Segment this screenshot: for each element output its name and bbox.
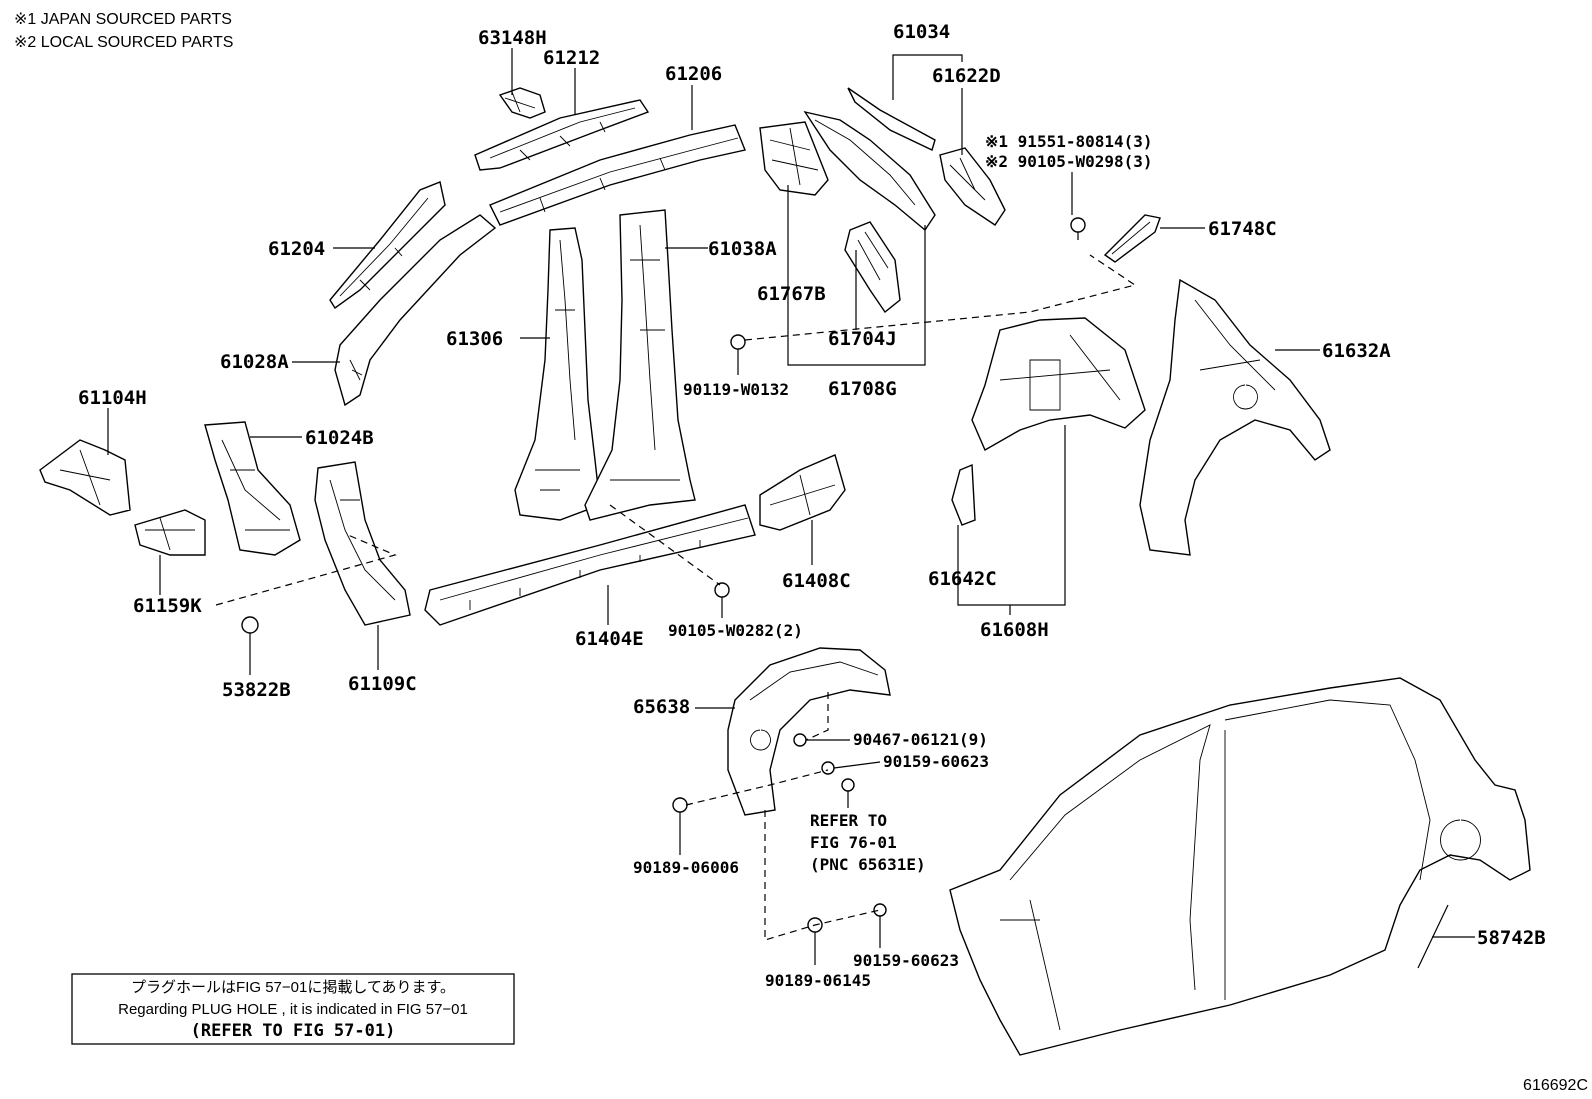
part-61212-rail[interactable] xyxy=(474,99,650,171)
part-61034-roof-side-inner[interactable] xyxy=(803,87,936,232)
bolt-91551-icon xyxy=(1070,217,1086,240)
label-61608H: 61608H xyxy=(980,619,1049,641)
notice-line-en: Regarding PLUG HOLE , it is indicated in… xyxy=(118,1001,468,1018)
label-90189-06145: 90189-06145 xyxy=(765,971,871,990)
part-61642C-panel[interactable] xyxy=(951,463,976,526)
notice-line-refer: (REFER TO FIG 57-01) xyxy=(191,1021,396,1041)
label-58742B: 58742B xyxy=(1477,927,1546,949)
notice-line-jp: プラグホールはFIG 57−01に掲載してあります。 xyxy=(131,979,455,996)
label-90119-W0132: 90119-W0132 xyxy=(683,380,789,399)
clip-90159b-icon xyxy=(873,903,887,917)
label-61642C: 61642C xyxy=(928,568,997,590)
part-61206-rail[interactable] xyxy=(489,124,746,226)
part-61632A-quarter-panel[interactable] xyxy=(1139,278,1331,556)
label-90189-06006: 90189-06006 xyxy=(633,858,739,877)
part-61704J-bracket[interactable] xyxy=(844,221,901,314)
label-61024B: 61024B xyxy=(305,427,374,449)
part-61159K-bracket[interactable] xyxy=(134,509,206,556)
label-61632A: 61632A xyxy=(1322,340,1391,362)
part-61608H-inner-quarter[interactable] xyxy=(971,317,1146,451)
label-65638: 65638 xyxy=(633,696,690,718)
clip-90467-icon xyxy=(793,733,807,747)
clip-90159a-icon xyxy=(821,761,835,775)
part-labels: 63148H 61212 61206 61034 61622D ※1 91551… xyxy=(78,21,1546,990)
label-61206: 61206 xyxy=(665,63,722,85)
part-61109C-pillar-reinforcement[interactable] xyxy=(314,461,411,626)
clip-90189a-icon xyxy=(672,797,688,813)
label-refer-pnc: (PNC 65631E) xyxy=(810,855,926,874)
label-63148H: 63148H xyxy=(478,27,547,49)
part-61204-front-pillar-reinforcement[interactable] xyxy=(329,181,446,310)
label-61404E: 61404E xyxy=(575,628,644,650)
part-61028A-front-pillar[interactable] xyxy=(334,214,497,407)
label-90105-W0282: 90105-W0282(2) xyxy=(668,621,803,640)
label-61034: 61034 xyxy=(893,21,950,43)
label-90105-W0298: ※2 90105-W0298(3) xyxy=(985,152,1153,171)
label-61028A: 61028A xyxy=(220,351,289,373)
label-refer-fig: FIG 76-01 xyxy=(810,833,897,852)
label-61038A: 61038A xyxy=(708,238,777,260)
label-61704J: 61704J xyxy=(828,328,897,350)
label-61204: 61204 xyxy=(268,238,325,260)
label-90159-60623-a: 90159-60623 xyxy=(883,752,989,771)
label-61159K: 61159K xyxy=(133,595,202,617)
label-refer-to: REFER TO xyxy=(810,811,887,830)
label-61767B: 61767B xyxy=(757,283,826,305)
part-61306-center-pillar-inner[interactable] xyxy=(514,227,601,521)
label-61212: 61212 xyxy=(543,47,600,69)
leader-lines xyxy=(107,48,1475,965)
plug-hole-notice-box: プラグホールはFIG 57−01に掲載してあります。 Regarding PLU… xyxy=(71,973,515,1045)
part-61404E-rocker[interactable] xyxy=(424,504,756,626)
dashed-reference-lines xyxy=(215,254,1137,941)
part-61104H-bracket[interactable] xyxy=(39,439,131,516)
label-61622D: 61622D xyxy=(932,65,1001,87)
label-61306: 61306 xyxy=(446,328,503,350)
bolt-90119-icon xyxy=(730,334,746,358)
label-53822B: 53822B xyxy=(222,679,291,701)
part-65638-fender-liner[interactable] xyxy=(727,647,891,816)
clip-65631E-icon xyxy=(841,778,855,792)
figure-code: 616692C xyxy=(1523,1077,1588,1094)
part-61622D-panel[interactable] xyxy=(939,147,1006,226)
part-63148H-bracket[interactable] xyxy=(498,87,546,119)
label-61708G: 61708G xyxy=(828,378,897,400)
label-61104H: 61104H xyxy=(78,387,147,409)
label-91551-80814: ※1 91551-80814(3) xyxy=(985,132,1153,151)
part-53822B-plug-icon xyxy=(241,616,259,634)
note-local-sourced: ※2 LOCAL SOURCED PARTS xyxy=(14,34,233,51)
part-61024B-front-pillar-lower[interactable] xyxy=(204,421,301,556)
label-61408C: 61408C xyxy=(782,570,851,592)
bolt-90105-W0282-icon xyxy=(714,582,730,598)
part-61748C-extension[interactable] xyxy=(1103,214,1161,263)
label-61748C: 61748C xyxy=(1208,218,1277,240)
part-61038A-center-pillar-outer[interactable] xyxy=(584,209,696,521)
label-90159-60623-b: 90159-60623 xyxy=(853,951,959,970)
part-61767B-bracket[interactable] xyxy=(759,121,829,196)
label-61109C: 61109C xyxy=(348,673,417,695)
part-61408C-extension[interactable] xyxy=(759,454,846,531)
part-body-side-outer[interactable] xyxy=(949,677,1531,1056)
note-japan-sourced: ※1 JAPAN SOURCED PARTS xyxy=(14,11,232,28)
label-90467-06121: 90467-06121(9) xyxy=(853,730,988,749)
